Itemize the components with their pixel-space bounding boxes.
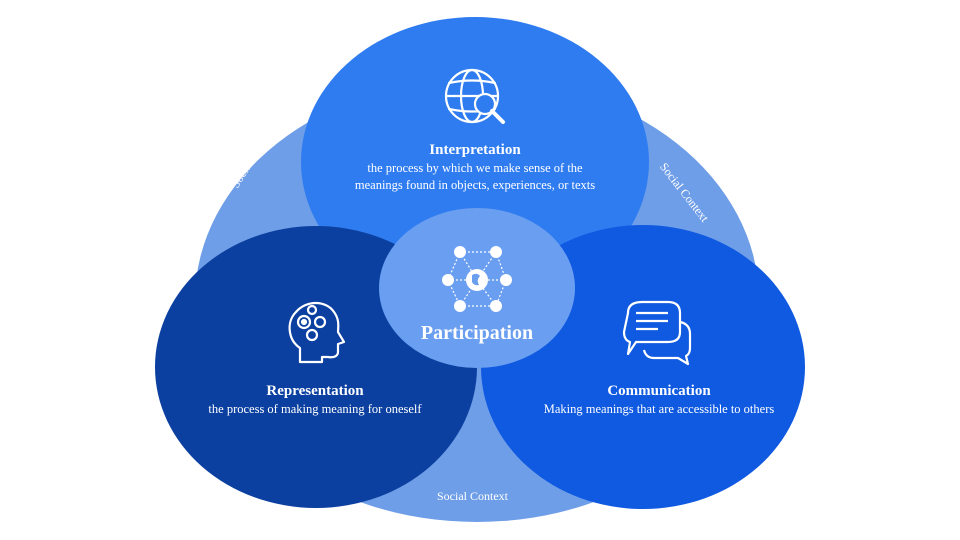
communication-title: Communication <box>607 383 711 399</box>
interpretation-circle <box>301 17 649 307</box>
participation-title: Participation <box>420 322 534 344</box>
communication-text: Communication Making meanings that are a… <box>523 382 795 418</box>
globe-search-icon <box>444 68 505 124</box>
representation-desc: the process of making meaning for onesel… <box>208 402 422 416</box>
network-globe-icon <box>442 246 512 312</box>
social-context-label-bottom: Social Context <box>437 489 508 503</box>
interpretation-desc-line2: meanings found in objects, experiences, … <box>354 178 596 192</box>
representation-title: Representation <box>266 383 364 399</box>
communication-desc: Making meanings that are accessible to o… <box>543 402 775 416</box>
representation-text: Representation the process of making mea… <box>180 382 450 418</box>
chat-bubbles-icon <box>622 300 692 366</box>
interpretation-text: Interpretation the process by which we m… <box>325 141 625 194</box>
head-gears-icon <box>288 301 346 364</box>
interpretation-desc-line1: the process by which we make sense of th… <box>367 161 583 175</box>
interpretation-title: Interpretation <box>429 142 521 158</box>
